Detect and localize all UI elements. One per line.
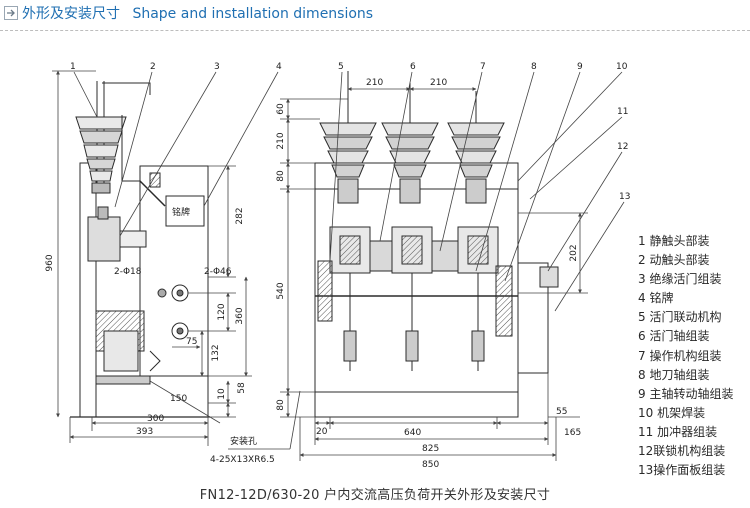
front-callouts: 5 6 7 8 9 10 11 12 13 <box>338 62 630 202</box>
insulator-c <box>447 91 505 204</box>
header-arrow-icon <box>4 6 18 20</box>
legend-item-13: 13操作面板组装 <box>638 463 726 478</box>
dim-210-v: 210 <box>276 132 286 149</box>
legend-item-5: 5 活门联动机构 <box>638 310 722 325</box>
contact-assemblies <box>315 226 518 371</box>
callout-4: 4 <box>276 62 282 72</box>
parts-legend: 1 静触头部装 2 动触头部装 3 绝缘活门组装 4 铭牌 5 活门联动机构 6… <box>638 232 750 480</box>
callout-6: 6 <box>410 62 416 72</box>
legend-item-2: 2 动触头部装 <box>638 253 710 268</box>
dim-360: 360 <box>235 307 245 324</box>
callout-7: 7 <box>480 62 486 72</box>
legend-item-8: 8 地刀轴组装 <box>638 367 710 382</box>
dim-55: 55 <box>556 407 567 417</box>
callout-12: 12 <box>617 142 628 152</box>
side-view-dimensions <box>52 70 301 450</box>
hole-label-18: 2-Φ18 <box>114 267 142 277</box>
front-panel-right <box>517 262 549 374</box>
legend-item-10: 10 机架焊装 <box>638 405 706 420</box>
header-title: 外形及安装尺寸 Shape and installation dimension… <box>22 3 373 23</box>
dim-825: 825 <box>422 444 439 454</box>
side-panel <box>139 165 209 377</box>
dim-150: 150 <box>170 394 187 404</box>
callout-1: 1 <box>70 62 76 72</box>
callout-3: 3 <box>214 62 220 72</box>
callout-10: 10 <box>616 62 628 72</box>
side-view <box>70 81 210 418</box>
dim-58: 58 <box>237 382 247 394</box>
nameplate-label: 铭牌 <box>172 206 190 218</box>
legend-item-7: 7 操作机构组装 <box>638 348 722 363</box>
front-view-dimensions <box>280 71 625 461</box>
callout-2: 2 <box>150 62 156 72</box>
dim-960: 960 <box>45 254 55 271</box>
legend-item-3: 3 绝缘活门组装 <box>638 272 722 287</box>
dim-210-b: 210 <box>430 78 447 88</box>
nameplate-box <box>165 195 205 227</box>
dim-60: 60 <box>276 103 286 115</box>
dim-132: 132 <box>211 344 221 361</box>
hole-label-46: 2-Φ46 <box>204 267 232 277</box>
dim-393: 393 <box>136 427 153 437</box>
insulator-b <box>381 83 439 204</box>
side-callouts: 1 2 3 4 <box>70 62 282 72</box>
dim-640: 640 <box>404 428 421 438</box>
callout-13: 13 <box>619 192 630 202</box>
callout-8: 8 <box>531 62 537 72</box>
legend-item-4: 4 铭牌 <box>638 291 674 306</box>
side-labels: 铭牌 2-Φ18 2-Φ46 960 282 360 120 132 75 10… <box>45 206 275 465</box>
callout-11: 11 <box>617 107 628 117</box>
dim-165: 165 <box>564 428 581 438</box>
mount-hole-label: 安装孔 <box>230 435 257 447</box>
dim-10: 10 <box>217 388 227 400</box>
legend-item-11: 11 加冲器组装 <box>638 424 718 439</box>
insulator-a <box>319 71 377 204</box>
header-title-cn: 外形及安装尺寸 <box>22 6 120 22</box>
dim-80-top: 80 <box>276 170 286 182</box>
front-dim-labels: 210 210 60 210 80 540 80 202 55 20 640 1… <box>276 78 581 470</box>
figure-caption: FN12-12D/630-20 户内交流高压负荷开关外形及安装尺寸 <box>199 488 551 503</box>
callout-5: 5 <box>338 62 344 72</box>
callout-9: 9 <box>577 62 583 72</box>
dim-850: 850 <box>422 460 439 470</box>
header-bar: 外形及安装尺寸 Shape and installation dimension… <box>0 0 750 31</box>
dim-75: 75 <box>186 337 197 347</box>
mount-hole-spec: 4-25X13XR6.5 <box>210 455 275 465</box>
dim-300: 300 <box>147 414 164 424</box>
header-title-en: Shape and installation dimensions <box>132 6 374 22</box>
dim-80-bot: 80 <box>276 399 286 411</box>
dim-202: 202 <box>569 244 579 261</box>
front-view <box>314 71 559 418</box>
dim-540: 540 <box>276 282 286 299</box>
legend-item-9: 9 主轴转动轴组装 <box>638 386 734 401</box>
dim-210-a: 210 <box>366 78 383 88</box>
legend-item-6: 6 活门轴组装 <box>638 329 710 344</box>
side-frame <box>79 162 97 418</box>
legend-item-12: 12联锁机构组装 <box>638 444 726 459</box>
legend-item-1: 1 静触头部装 <box>638 234 710 248</box>
dim-20: 20 <box>316 427 328 437</box>
dim-282: 282 <box>235 207 245 224</box>
technical-drawing: 1 2 3 4 铭牌 2-Φ18 2-Φ46 960 282 360 120 1… <box>45 62 630 470</box>
dim-120: 120 <box>217 303 227 320</box>
